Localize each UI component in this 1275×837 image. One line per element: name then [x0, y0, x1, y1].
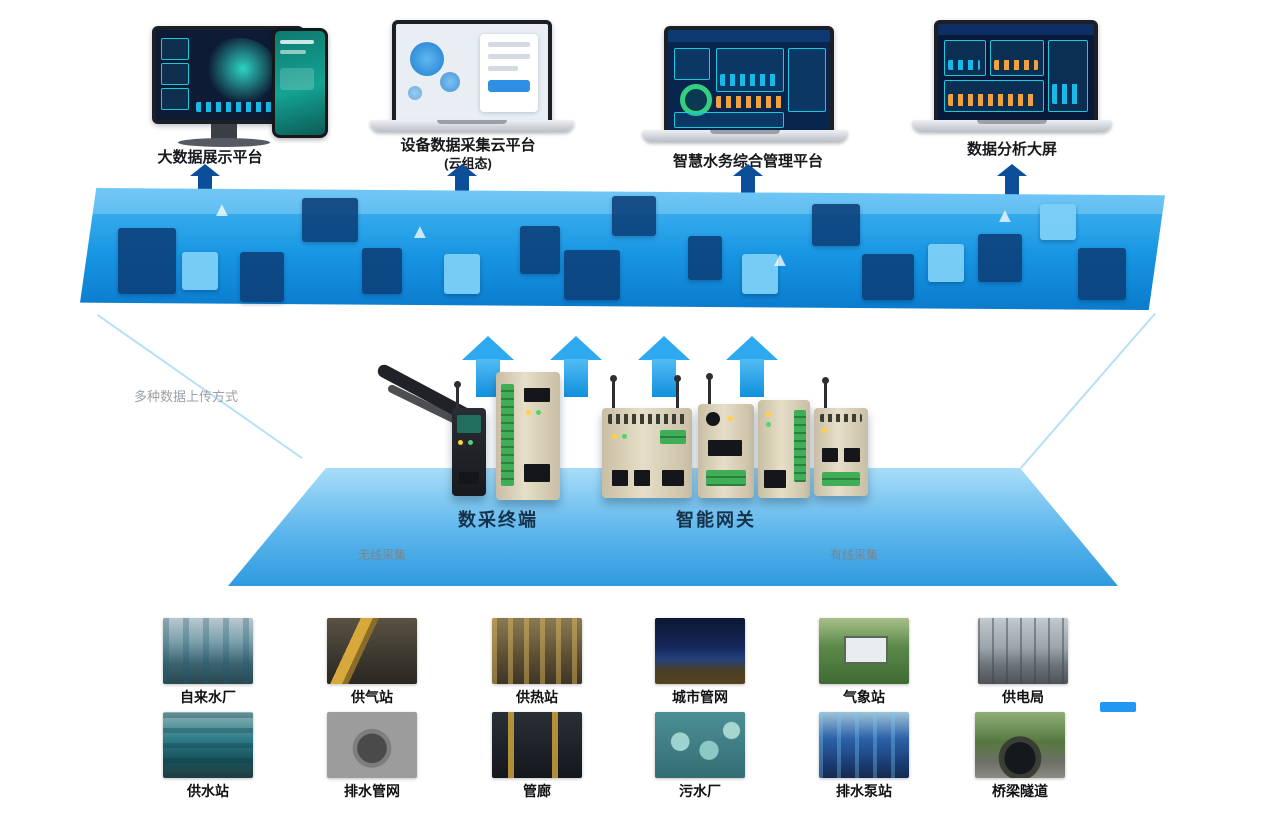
- band-up-arrow-icon: ▲: [212, 199, 232, 221]
- band-block: [612, 196, 656, 236]
- band-block: [520, 226, 560, 274]
- right-link-label: 有线采集: [830, 548, 879, 562]
- laptop-base: [912, 120, 1112, 132]
- monitor-foot: [178, 138, 270, 147]
- gateway-device: [758, 400, 810, 498]
- band-block: [862, 254, 914, 300]
- site-photo-water-supply-station: [163, 712, 253, 778]
- band-block: [444, 254, 480, 294]
- gateway-device: [602, 408, 692, 498]
- antenna: [454, 381, 461, 408]
- io-module-device: [496, 372, 560, 500]
- upload-note: 多种数据上传方式: [134, 389, 239, 404]
- caption-scada-platform: 智慧水务综合管理平台: [672, 153, 823, 170]
- left-link-label: 无线采集: [358, 548, 407, 562]
- band-block: [928, 244, 964, 282]
- band-up-arrow-icon: ▲: [410, 221, 430, 243]
- band-block: [688, 236, 722, 280]
- gateway-label: 智能网关: [676, 510, 756, 530]
- rtu-terminal-device: [452, 408, 486, 496]
- laptop-analytics: [934, 20, 1098, 126]
- site-label: 排水管网: [344, 783, 400, 799]
- site-photo-utility-tunnel: [492, 712, 582, 778]
- decorative-dash: [1100, 702, 1136, 712]
- antenna: [822, 377, 829, 408]
- site-photo-city-pipeline: [655, 618, 745, 684]
- phone-display: [272, 28, 328, 138]
- band-block: [118, 228, 176, 294]
- monitor-stand: [211, 124, 237, 140]
- site-photo-power-bureau: [978, 618, 1068, 684]
- uplink-arrow: [638, 336, 690, 398]
- uplink-arrow: [462, 336, 514, 398]
- site-photo-heating-station: [492, 618, 582, 684]
- antenna: [706, 373, 713, 404]
- band-block: [1040, 204, 1076, 240]
- caption-cloud-platform: 设备数据采集云平台: [400, 137, 536, 154]
- laptop-base: [642, 130, 848, 142]
- site-label: 排水泵站: [836, 783, 892, 799]
- site-label: 自来水厂: [180, 689, 236, 705]
- site-label: 管廊: [523, 783, 551, 799]
- site-photo-weather-station: [819, 618, 909, 684]
- band-block: [978, 234, 1022, 282]
- band-block: [1078, 248, 1126, 300]
- site-label: 供水站: [187, 783, 229, 799]
- uplink-arrow: [550, 336, 602, 398]
- band-up-arrow-icon: ▲: [995, 205, 1015, 227]
- band-block: [564, 250, 620, 300]
- band-block: [362, 248, 402, 294]
- site-label: 桥梁隧道: [992, 783, 1048, 799]
- antenna: [610, 375, 617, 408]
- caption-bigdata-platform: 大数据展示平台: [157, 149, 263, 166]
- gateway-device: [698, 404, 754, 498]
- site-label: 气象站: [843, 689, 885, 705]
- site-label: 供气站: [351, 689, 393, 705]
- site-photo-water-plant: [163, 618, 253, 684]
- band-block: [742, 254, 778, 294]
- gateway-device: [814, 408, 868, 496]
- site-label: 供热站: [516, 689, 558, 705]
- terminal-label: 数采终端: [458, 510, 538, 530]
- site-photo-drainage-pipeline: [327, 712, 417, 778]
- band-block: [302, 198, 358, 242]
- antenna: [674, 375, 681, 408]
- band-up-arrow-icon: ▲: [770, 249, 790, 271]
- band-block: [182, 252, 218, 290]
- uplink-arrow: [726, 336, 778, 398]
- laptop-scada: [664, 26, 834, 136]
- band-block: [240, 252, 284, 302]
- site-photo-bridge-tunnel: [975, 712, 1065, 778]
- site-photo-drainage-pump-station: [819, 712, 909, 778]
- china-map-glow: [200, 38, 278, 106]
- connector-line-right: [1019, 312, 1156, 469]
- site-photo-sewage-plant: [655, 712, 745, 778]
- site-label: 污水厂: [679, 783, 721, 799]
- caption-analytics-screen: 数据分析大屏: [966, 141, 1057, 158]
- site-label: 城市管网: [672, 689, 728, 705]
- laptop-cloud-platform: [392, 20, 552, 126]
- site-label: 供电局: [1002, 689, 1044, 705]
- band-block: [812, 204, 860, 246]
- site-photo-gas-station: [327, 618, 417, 684]
- laptop-base: [370, 120, 574, 132]
